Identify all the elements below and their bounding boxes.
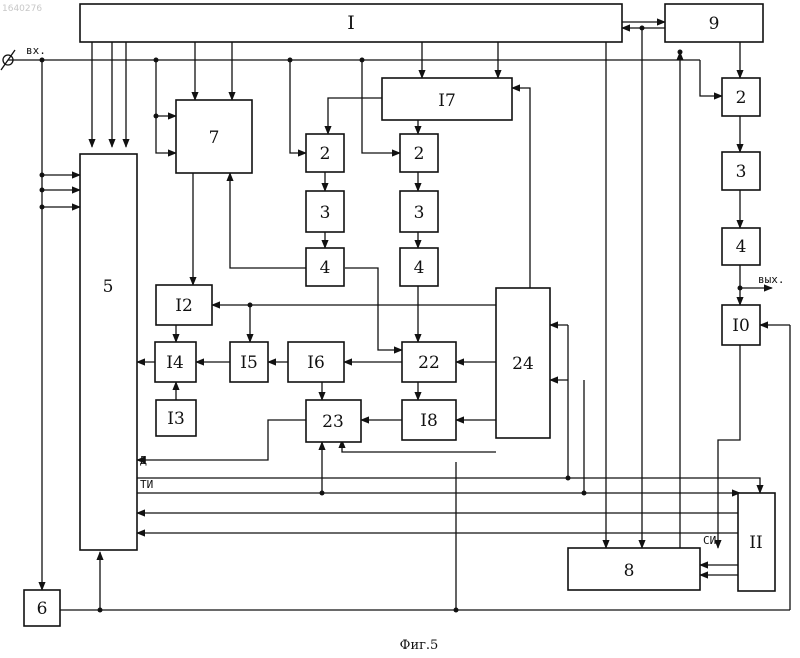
block-12: I2 <box>156 285 212 325</box>
block-14-label: I4 <box>166 353 184 373</box>
input-label: вх. <box>26 44 46 57</box>
block-6-label: 6 <box>37 599 48 619</box>
block-16: I6 <box>288 342 344 382</box>
block-9: 9 <box>665 4 763 42</box>
block-6: 6 <box>24 590 60 626</box>
wire-in-to-2c <box>700 60 722 96</box>
block-4b-label: 4 <box>414 258 425 278</box>
block-2b-label: 2 <box>414 144 425 164</box>
output-label: вых. <box>758 273 785 286</box>
block-13-label: I3 <box>167 409 185 429</box>
block-3a: 3 <box>306 191 344 232</box>
block-18: I8 <box>402 400 456 440</box>
block-8: 8 <box>568 548 700 590</box>
block-2c: 2 <box>722 78 760 116</box>
block-15: I5 <box>230 342 268 382</box>
block-2a: 2 <box>306 134 344 172</box>
block-15-label: I5 <box>240 353 258 373</box>
block-3b-label: 3 <box>414 203 425 223</box>
block-18-label: I8 <box>420 411 438 431</box>
block-10-label: I0 <box>732 316 750 336</box>
block-3b: 3 <box>400 191 438 232</box>
block-3c: 3 <box>722 152 760 190</box>
block-23: 23 <box>306 400 361 442</box>
block-24: 24 <box>496 288 550 438</box>
block-9-label: 9 <box>709 14 720 34</box>
block-5: 5 <box>80 154 137 550</box>
block-2c-label: 2 <box>736 88 747 108</box>
block-3a-label: 3 <box>320 203 331 223</box>
block-5-label: 5 <box>103 277 114 297</box>
block-13: I3 <box>156 400 196 436</box>
block-4a: 4 <box>306 248 344 286</box>
block-7-label: 7 <box>209 128 220 148</box>
block-11: II <box>738 493 775 591</box>
block-17: I7 <box>382 78 512 120</box>
block-10: I0 <box>722 305 760 345</box>
block-1-label: I <box>347 12 355 34</box>
block-4c-label: 4 <box>736 237 747 257</box>
block-11-label: II <box>749 533 762 553</box>
block-22-label: 22 <box>418 353 440 373</box>
block-16-label: I6 <box>307 353 325 373</box>
block-2b: 2 <box>400 134 438 172</box>
block-7: 7 <box>176 100 252 173</box>
figure-caption: Фиг.5 <box>400 638 439 653</box>
block-1: I <box>80 4 622 42</box>
si-label: СИ <box>703 534 716 547</box>
block-14: I4 <box>155 342 196 382</box>
block-3c-label: 3 <box>736 162 747 182</box>
input-terminal-icon <box>1 50 15 70</box>
block-8-label: 8 <box>624 561 635 581</box>
watermark: 1640276 <box>2 4 42 14</box>
block-4b: 4 <box>400 248 438 286</box>
block-24-label: 24 <box>512 354 534 374</box>
block-17-label: I7 <box>438 91 456 111</box>
block-22: 22 <box>402 342 456 382</box>
block-4c: 4 <box>722 228 760 265</box>
block-23-label: 23 <box>322 412 344 432</box>
block-4a-label: 4 <box>320 258 331 278</box>
block-12-label: I2 <box>175 296 193 316</box>
block-2a-label: 2 <box>320 144 331 164</box>
d-label: Д <box>140 454 147 467</box>
ti-label: ТИ <box>140 478 153 491</box>
